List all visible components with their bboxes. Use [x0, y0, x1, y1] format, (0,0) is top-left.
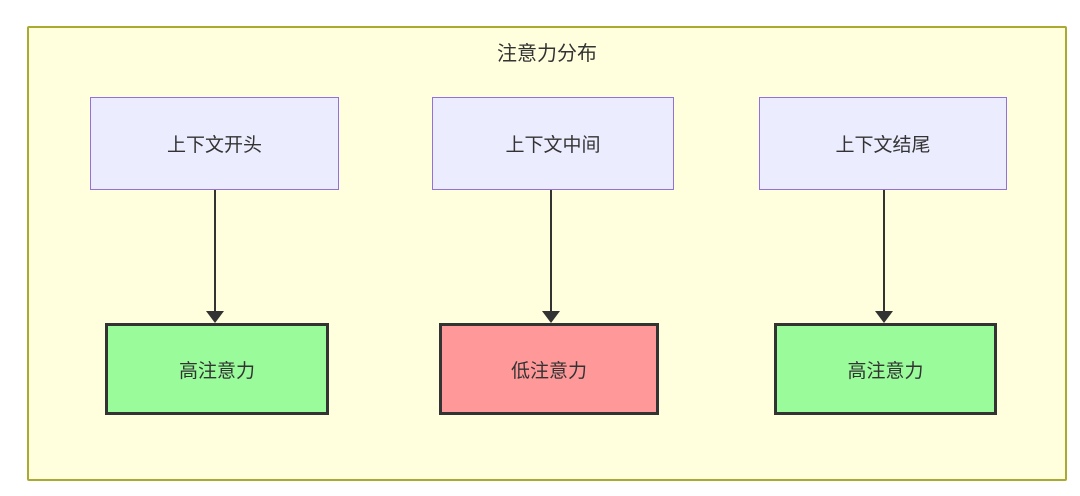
edge-line [883, 190, 885, 312]
edge-line [214, 190, 216, 312]
arrowhead-down-icon [542, 311, 560, 323]
node-low-attention-label: 低注意力 [510, 360, 587, 382]
node-context-start-label: 上下文开头 [166, 135, 262, 156]
node-context-start: 上下文开头 [90, 97, 339, 190]
arrow-context-start-to-high-attention [206, 190, 224, 323]
node-context-middle: 上下文中间 [432, 97, 674, 190]
arrowhead-down-icon [206, 311, 224, 323]
node-high-attention-2-label: 高注意力 [847, 360, 924, 382]
arrowhead-down-icon [875, 311, 893, 323]
node-low-attention: 低注意力 [439, 323, 659, 415]
diagram-title: 注意力分布 [497, 43, 597, 65]
node-context-end: 上下文结尾 [759, 97, 1007, 190]
node-high-attention-1-label: 高注意力 [178, 360, 255, 382]
node-context-end-label: 上下文结尾 [835, 135, 931, 156]
arrow-context-end-to-high-attention [875, 190, 893, 323]
attention-distribution-frame: 注意力分布 上下文开头 上下文中间 上下文结尾 高注意力 低注意力 [27, 26, 1067, 481]
node-high-attention-2: 高注意力 [774, 323, 997, 415]
edge-line [550, 190, 552, 312]
node-context-middle-label: 上下文中间 [505, 135, 601, 156]
node-high-attention-1: 高注意力 [105, 323, 329, 415]
arrow-context-middle-to-low-attention [542, 190, 560, 323]
